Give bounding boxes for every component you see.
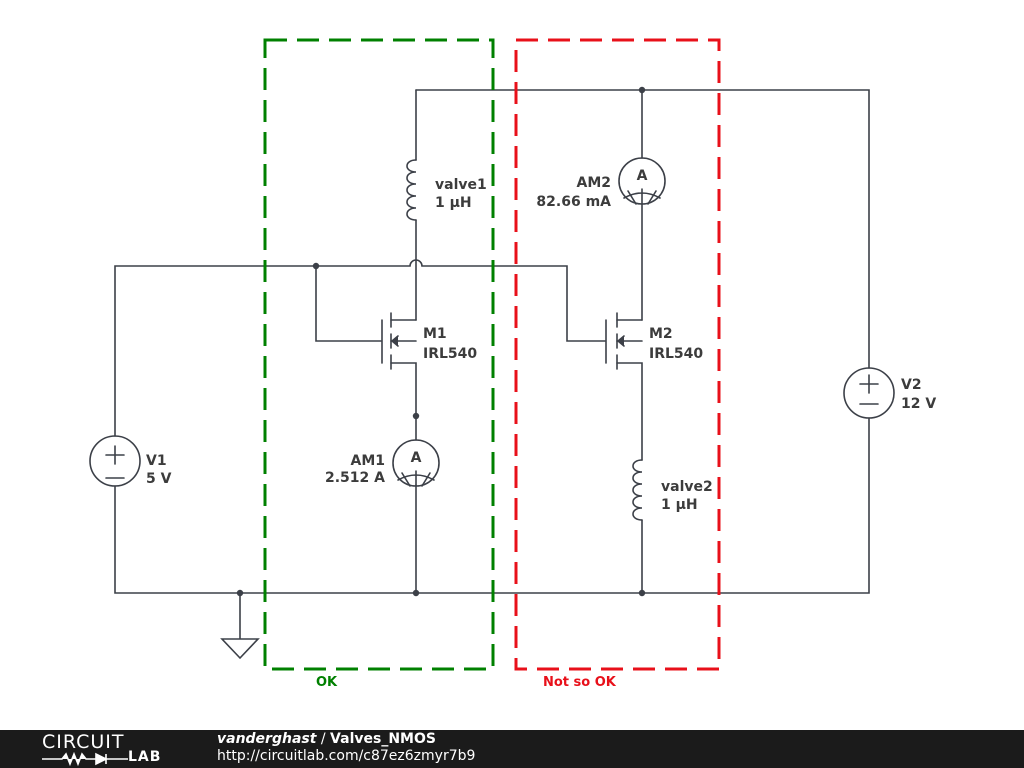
mosfet-m1-arrow [390, 335, 399, 347]
am1-value: 2.512 A [325, 470, 385, 486]
author-link[interactable]: vanderghast [217, 731, 317, 747]
junction-dot [412, 412, 420, 420]
ammeter-am1-scale [397, 470, 435, 487]
am2-symbol: A [637, 168, 648, 184]
inductor-valve1-coil [406, 159, 417, 221]
ammeter-am2-scale [623, 188, 661, 205]
voltage-source-v1 [89, 435, 141, 487]
junction-dot [236, 589, 244, 597]
am1-name: AM1 [350, 453, 385, 469]
footer-credit: vanderghast / Valves_NMOS [217, 731, 475, 748]
junction-dot [412, 589, 420, 597]
footer-bar: CIRCUIT LAB vanderghast / Valves_NMOS ht… [0, 730, 1024, 768]
mosfet-m1-source [390, 362, 417, 441]
v2-name: V2 [901, 377, 922, 393]
ground-symbol [220, 592, 260, 660]
valve2-value: 1 µH [661, 497, 698, 513]
logo-waveform-icon [42, 752, 128, 766]
valve1-name: valve1 [435, 177, 487, 193]
circuitlab-logo[interactable]: CIRCUIT LAB [42, 731, 182, 768]
logo-text-top: CIRCUIT [42, 731, 125, 753]
v1-name: V1 [146, 453, 167, 469]
footer-info: vanderghast / Valves_NMOS http://circuit… [217, 731, 475, 765]
voltage-source-v2 [843, 367, 895, 419]
footer-url[interactable]: http://circuitlab.com/c87ez6zmyr7b9 [217, 748, 476, 764]
mosfet-m2-source [616, 362, 643, 461]
v2-plus [859, 374, 879, 394]
am2-value: 82.66 mA [536, 194, 611, 210]
m2-name: M2 [649, 326, 673, 342]
circuit-schematic: A A valve1 1 µH M1 IRL540 AM1 2.512 A AM… [89, 38, 936, 690]
junction-dot [312, 262, 320, 270]
region-not-ok-box [514, 38, 721, 671]
m1-model: IRL540 [423, 346, 477, 362]
m1-name: M1 [423, 326, 447, 342]
region-not-ok-label: Not so OK [543, 675, 617, 690]
circuit-title[interactable]: Valves_NMOS [330, 731, 436, 747]
junction-dot [638, 589, 646, 597]
junction-dot [638, 86, 646, 94]
v2-value: 12 V [901, 396, 936, 412]
footer-separator: / [316, 731, 331, 747]
inductor-valve2-coil [632, 459, 643, 521]
valve1-value: 1 µH [435, 195, 472, 211]
mosfet-m2-arrow [616, 335, 625, 347]
m2-model: IRL540 [649, 346, 703, 362]
wire-m1-gate [315, 265, 382, 342]
logo-text-bottom: LAB [128, 749, 162, 765]
v1-value: 5 V [146, 471, 172, 487]
region-ok-box [263, 38, 495, 671]
wire-top-rail [415, 89, 870, 369]
v1-plus [105, 445, 125, 465]
junctions [236, 86, 646, 597]
wire-v1-gate [114, 259, 606, 437]
am2-name: AM2 [576, 175, 611, 191]
valve2-name: valve2 [661, 479, 713, 495]
am1-symbol: A [411, 450, 422, 466]
region-ok-label: OK [316, 675, 338, 690]
